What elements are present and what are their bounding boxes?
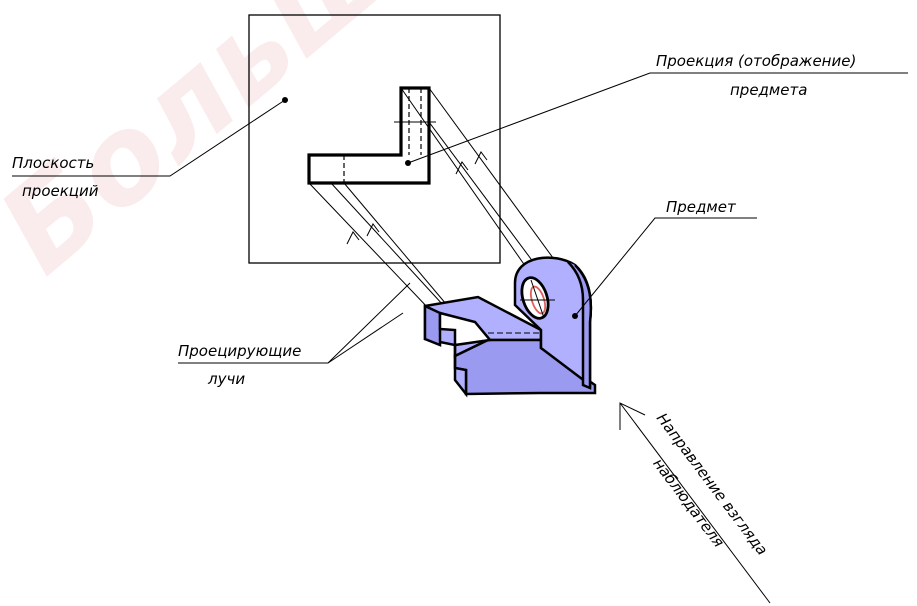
leader-dot-plane bbox=[282, 97, 288, 103]
label-projection-line2: предмета bbox=[730, 81, 807, 99]
watermark-text: Больше bbox=[0, 0, 482, 301]
label-object: Предмет bbox=[666, 198, 737, 216]
projecting-rays bbox=[308, 87, 561, 331]
leader-dot-object bbox=[572, 313, 578, 319]
object-3d bbox=[423, 256, 597, 398]
label-plane-line2: проекций bbox=[22, 182, 99, 200]
view-direction-arrow bbox=[619, 402, 771, 604]
object-projection bbox=[307, 86, 436, 185]
label-rays-line1: Проецирующие bbox=[178, 342, 301, 360]
leader-dot-projection bbox=[405, 160, 411, 166]
label-rays-line2: лучи bbox=[207, 370, 245, 388]
label-projection-line1: Проекция (отображение) bbox=[656, 52, 856, 70]
label-plane-line1: Плоскость bbox=[12, 154, 94, 172]
projection-plane bbox=[248, 14, 501, 264]
ray-arrows bbox=[346, 151, 488, 245]
leader-lines bbox=[12, 72, 908, 364]
